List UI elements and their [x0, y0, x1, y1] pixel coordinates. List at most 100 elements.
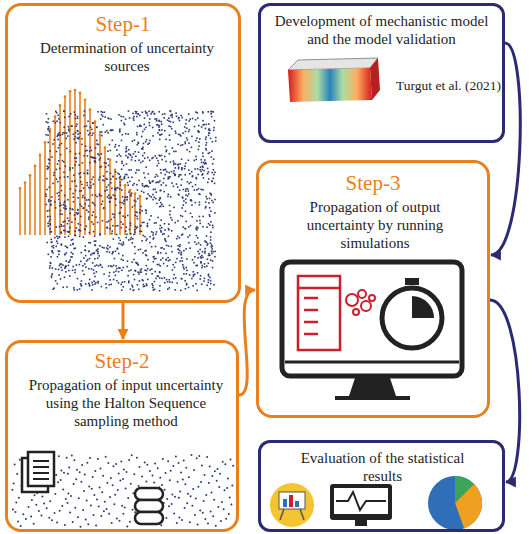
sample-dot [119, 131, 121, 133]
sample-dot [77, 209, 79, 211]
sample-dot [144, 124, 146, 126]
sample-dot [169, 153, 171, 155]
halton-dot [80, 481, 82, 483]
sample-dot [160, 252, 162, 254]
sample-dot [125, 174, 127, 176]
sample-dot [95, 245, 97, 247]
sample-dot [104, 111, 106, 113]
sample-dot [149, 269, 151, 271]
sample-dot [181, 169, 183, 171]
easel-leg [280, 509, 284, 520]
sample-dot [107, 132, 109, 134]
sample-dot [173, 173, 175, 175]
sample-dot [45, 195, 47, 197]
halton-dot [108, 513, 110, 515]
sample-dot [69, 213, 71, 215]
halton-dot [70, 495, 72, 497]
sample-dot [68, 261, 70, 263]
sample-dot [135, 215, 137, 217]
sample-dot [135, 172, 137, 174]
sample-dot [46, 178, 48, 180]
sample-dot [175, 151, 177, 153]
sample-dot [67, 199, 69, 201]
sample-dot [57, 136, 59, 138]
sample-dot [159, 134, 161, 136]
halton-dot [130, 483, 132, 485]
sample-dot [68, 126, 70, 128]
sample-dot [114, 214, 116, 216]
sample-dot [136, 134, 138, 136]
sample-dot [213, 169, 215, 171]
sample-dot [141, 240, 143, 242]
sample-dot [199, 202, 201, 204]
presentation-icon [270, 483, 314, 527]
sample-dot [107, 117, 109, 119]
sample-dot [69, 167, 71, 169]
sample-dot [172, 147, 174, 149]
sample-dot [105, 178, 107, 180]
sample-dot [118, 267, 120, 269]
sample-dot [157, 132, 159, 134]
halton-dot [88, 485, 90, 487]
sample-dot [160, 121, 162, 123]
sample-dot [92, 284, 94, 286]
halton-dot [22, 513, 24, 515]
sample-dot [167, 178, 169, 180]
sample-dot [190, 213, 192, 215]
sample-dot [194, 160, 196, 162]
sample-dot [64, 230, 66, 232]
sample-dot [186, 149, 188, 151]
sample-dot [98, 179, 100, 181]
sample-dot [109, 279, 111, 281]
sample-dot [88, 268, 90, 270]
sample-dot [68, 116, 70, 118]
sample-dot [182, 260, 184, 262]
sample-dot [56, 151, 58, 153]
sample-dot [134, 205, 136, 207]
sample-dot [134, 139, 136, 141]
sample-dot [137, 144, 139, 146]
sample-dot [115, 275, 117, 277]
sample-dot [149, 160, 151, 162]
halton-dot [171, 503, 173, 505]
sample-dot [156, 203, 158, 205]
sample-dot [75, 114, 77, 116]
halton-dot [107, 462, 109, 464]
sample-dot [146, 270, 148, 272]
sample-dot [79, 204, 81, 206]
sample-dot [145, 166, 147, 168]
sample-dot [61, 263, 63, 265]
halton-dot [181, 519, 183, 521]
sample-dot [112, 176, 114, 178]
sample-dot [114, 195, 116, 197]
sample-dot [127, 157, 129, 159]
sample-dot [135, 262, 137, 264]
halton-dot [176, 522, 178, 524]
sample-dot [211, 253, 213, 255]
sample-dot [184, 165, 186, 167]
sample-dot [159, 120, 161, 122]
sample-dot [206, 142, 208, 144]
sample-dot [132, 242, 134, 244]
sample-dot [173, 162, 175, 164]
monitor-bezel [285, 361, 459, 364]
sample-dot [147, 157, 149, 159]
sample-dot [61, 224, 63, 226]
sample-dot [104, 190, 106, 192]
sample-dot [122, 196, 124, 198]
sample-dot [65, 166, 67, 168]
halton-dot [170, 470, 172, 472]
sample-dot [170, 217, 172, 219]
sample-dot [121, 162, 123, 164]
sample-dot [88, 205, 90, 207]
sample-dot [107, 245, 109, 247]
window-line [304, 333, 318, 336]
sample-dot [89, 279, 91, 281]
sample-dot [119, 188, 121, 190]
step-box: Step-3Propagation of output uncertainty … [256, 160, 490, 418]
halton-dot [146, 464, 148, 466]
sample-dot [149, 125, 151, 127]
sample-dot [171, 114, 173, 116]
sample-dot [109, 228, 111, 230]
halton-dot [41, 496, 43, 498]
